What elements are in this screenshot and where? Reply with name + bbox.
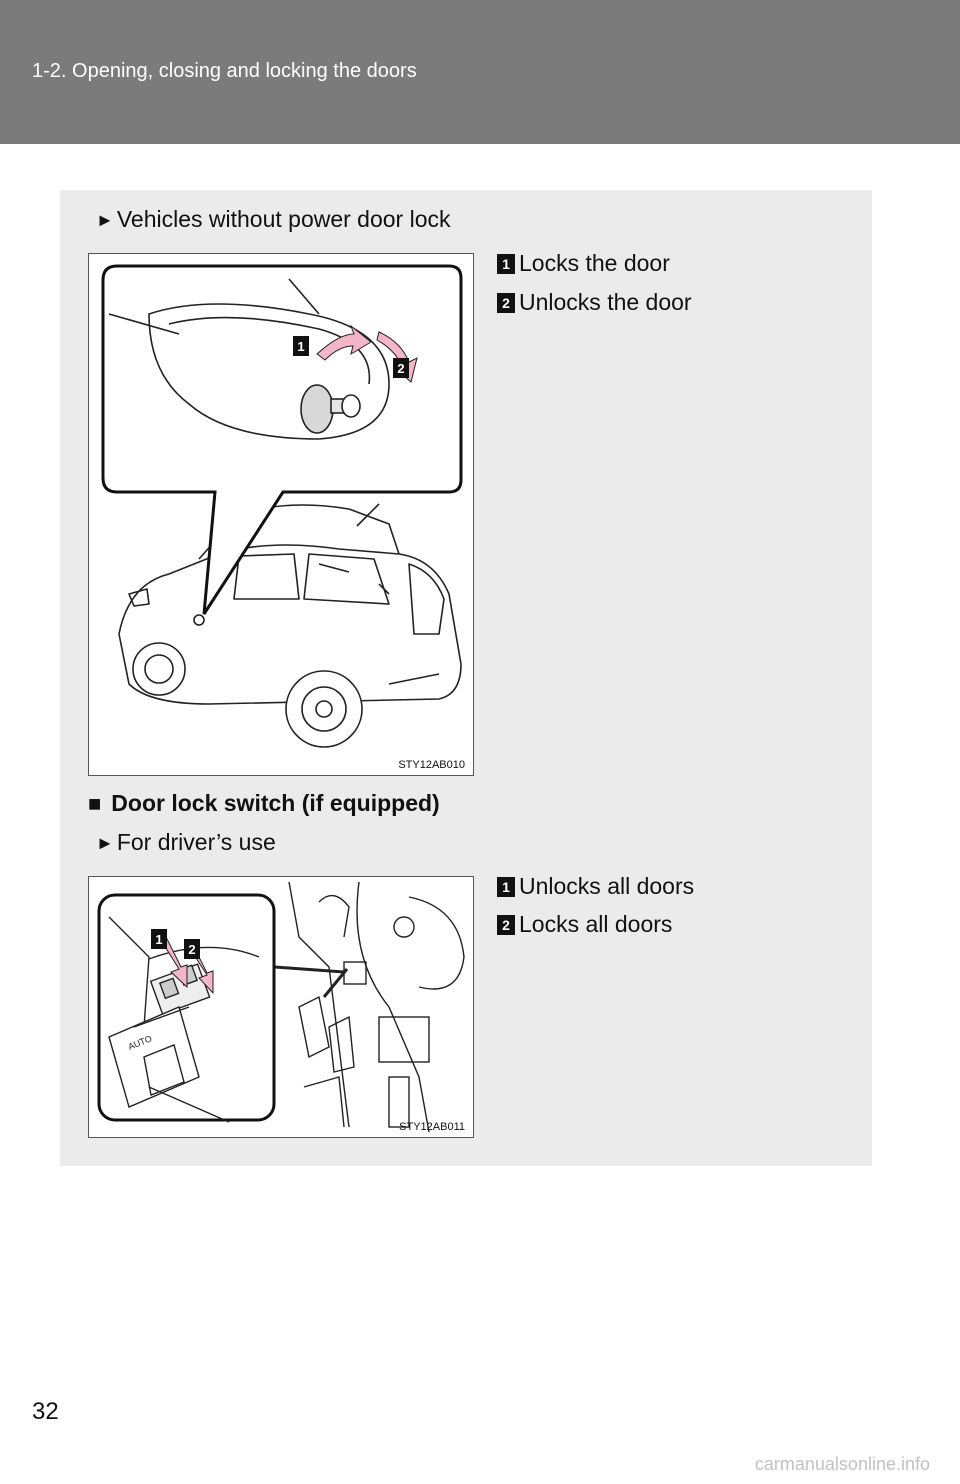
number-badge: 2	[497, 293, 515, 313]
figure-code: STY12AB010	[398, 759, 465, 771]
figure-key-lock: 1 2 STY12AB010	[88, 253, 474, 776]
door-lock-switch-illustration: AUTO 1 2	[97, 881, 465, 1133]
triangle-bullet-icon: ►	[96, 833, 114, 853]
triangle-bullet-icon: ►	[96, 210, 114, 230]
callout-badge-1	[151, 929, 167, 949]
square-bullet-icon: ■	[88, 791, 102, 816]
callout-badge-2	[184, 939, 200, 959]
callout-1: 1	[297, 339, 304, 354]
key-lock-illustration: 1 2	[101, 264, 463, 748]
bullet-drivers-use: ►For driver’s use	[96, 829, 276, 855]
number-badge: 1	[497, 254, 515, 274]
page-header: 1-2. Opening, closing and locking the do…	[0, 0, 960, 144]
page-number: 32	[32, 1398, 59, 1425]
callout-2: 2	[188, 942, 195, 957]
callout-2: 2	[397, 361, 404, 376]
number-badge: 2	[497, 915, 515, 935]
watermark: carmanualsonline.info	[754, 1454, 930, 1474]
section-title: 1-2. Opening, closing and locking the do…	[32, 60, 417, 82]
number-badge: 1	[497, 877, 515, 897]
figure-code: STY12AB011	[399, 1121, 465, 1133]
section-heading: ■Door lock switch (if equipped)	[88, 790, 440, 816]
callout-badge-2	[393, 358, 409, 378]
figure-door-lock-switch: AUTO 1 2 STY12AB011	[88, 876, 474, 1138]
callout-badge-1	[293, 336, 309, 356]
callout-1: 1	[155, 932, 162, 947]
bullet-vehicles-without-power-lock: ►Vehicles without power door lock	[96, 206, 451, 232]
